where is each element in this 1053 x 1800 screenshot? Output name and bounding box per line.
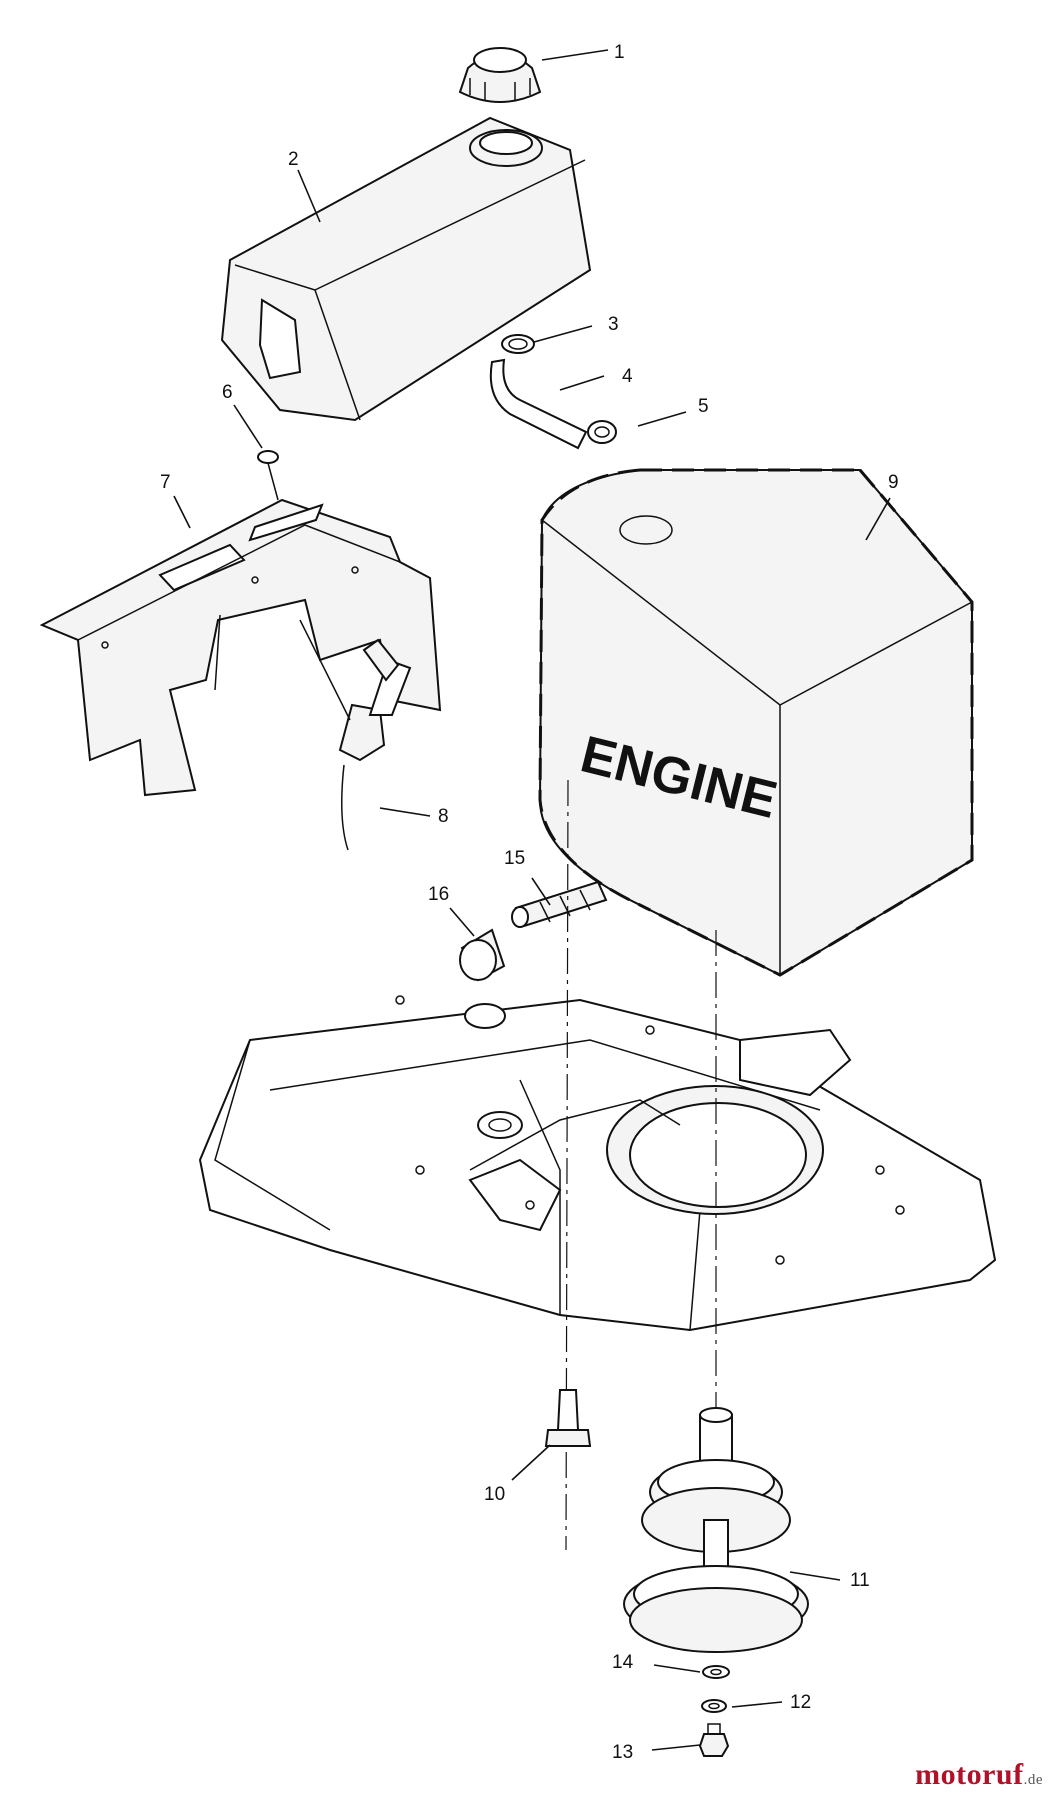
chassis-frame [198, 995, 997, 1332]
callout-7: 7 [160, 472, 171, 493]
callout-16: 16 [428, 884, 449, 905]
callout-8: 8 [438, 806, 449, 827]
callout-4: 4 [622, 366, 633, 387]
screw [257, 450, 279, 501]
fuel-cap [458, 47, 542, 103]
callout-3: 3 [608, 314, 619, 335]
callout-13: 13 [612, 1742, 633, 1763]
throttle-control [299, 619, 412, 851]
callout-14: 14 [612, 1652, 634, 1673]
flat-washer [702, 1665, 730, 1679]
lock-washer [701, 1699, 727, 1713]
leader-lines [173, 49, 891, 1751]
tank-support-bracket [39, 498, 442, 797]
engine [538, 468, 974, 977]
engine-mount-bolt [544, 1389, 592, 1447]
callout-15: 15 [504, 848, 525, 869]
watermark-text: motoruf [915, 1758, 1024, 1791]
callout-2: 2 [288, 149, 299, 170]
callout-6: 6 [222, 382, 233, 403]
hose-clamp-lower [587, 420, 617, 444]
callout-9: 9 [888, 472, 899, 493]
callout-11: 11 [850, 1570, 870, 1591]
callout-10: 10 [484, 1484, 505, 1505]
callout-labels: 1 2 3 4 5 6 7 8 9 10 11 12 13 14 15 16 [160, 42, 899, 1763]
watermark-logo: motoruf.de [915, 1758, 1043, 1792]
watermark-suffix: .de [1023, 1772, 1043, 1788]
callout-5: 5 [698, 396, 709, 417]
bushing [459, 928, 506, 982]
fuel-line [489, 358, 588, 450]
hose-clamp-upper [501, 334, 535, 354]
fuel-tank [220, 116, 592, 422]
callout-1: 1 [614, 42, 625, 63]
pulley-bolt [698, 1723, 730, 1757]
spring-pin [511, 880, 608, 928]
callout-12: 12 [790, 1692, 811, 1713]
engine-pulley [623, 1407, 809, 1653]
